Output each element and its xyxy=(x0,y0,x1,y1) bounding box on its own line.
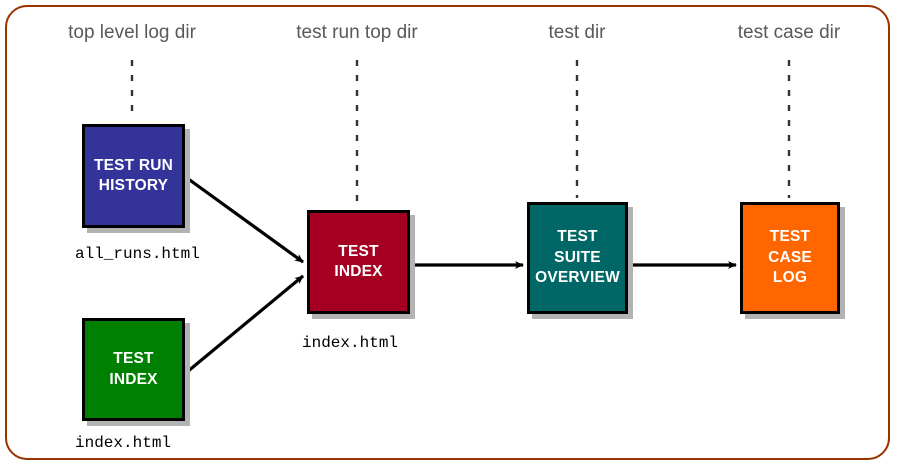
diagram-border-frame xyxy=(5,5,890,460)
column-header-test-run-top-dir: test run top dir xyxy=(296,22,418,43)
caption-all-runs-html: all_runs.html xyxy=(75,245,200,263)
node-test-case-log-label: TEST CASE LOG xyxy=(768,228,812,287)
column-header-test-case-dir: test case dir xyxy=(737,22,841,43)
node-test-case-log[interactable]: TEST CASE LOG xyxy=(740,202,840,314)
node-test-index-top-level[interactable]: TEST INDEX xyxy=(82,318,185,421)
column-header-test-dir: test dir xyxy=(548,22,606,43)
node-test-index-top-level-label: TEST INDEX xyxy=(109,350,158,388)
column-header-top-level-log-dir: top level log dir xyxy=(68,22,196,43)
caption-index-html-top-level: index.html xyxy=(75,434,172,452)
node-test-run-history-label: TEST RUN HISTORY xyxy=(93,156,174,194)
node-test-suite-overview[interactable]: TEST SUITE OVERVIEW xyxy=(527,202,628,314)
node-test-run-history[interactable]: TEST RUN HISTORY xyxy=(82,124,185,228)
node-test-index-run-label: TEST INDEX xyxy=(334,242,383,280)
node-test-index-run[interactable]: TEST INDEX xyxy=(307,210,410,314)
caption-index-html-run: index.html xyxy=(302,334,399,352)
node-test-suite-overview-label: TEST SUITE OVERVIEW xyxy=(535,228,620,287)
